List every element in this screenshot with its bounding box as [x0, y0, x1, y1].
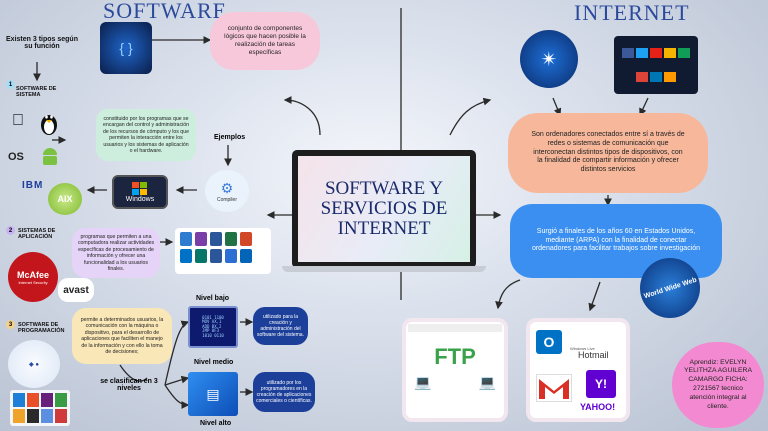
world-wide-web-globe: World Wide Web — [640, 258, 700, 318]
android-icon — [40, 146, 60, 168]
code-icon: { } — [119, 40, 132, 56]
server-icon: 💻 — [479, 374, 496, 391]
windows-label: Windows — [126, 196, 154, 203]
avast-logo: avast — [58, 278, 94, 302]
gear-icon: ⚙ — [221, 180, 234, 197]
center-title: SOFTWARE Y SERVICIOS DE INTERNET — [298, 156, 470, 262]
chat-icon — [678, 48, 690, 58]
linux-icon — [38, 110, 60, 136]
developer-screen: ▤ — [188, 372, 238, 416]
type1-label: SOFTWARE DE SISTEMA — [16, 86, 60, 98]
spacer — [255, 232, 267, 246]
nivel-bajo-description: utilizado para la creación y administrac… — [253, 307, 308, 345]
onenote-icon — [195, 232, 207, 246]
type3-label: SOFTWARE DE PROGRAMACIÓN — [18, 322, 64, 334]
ftp-card: FTP 💻 💻 — [402, 318, 508, 422]
internet-definition: Son ordenadores conectados entre sí a tr… — [508, 113, 708, 193]
apple-icon:  — [10, 112, 26, 130]
type1-description: constituido por los programas que se enc… — [96, 109, 196, 161]
software-header: SOFTWARE — [103, 0, 227, 24]
rss-icon — [664, 72, 676, 82]
python-icon — [41, 409, 53, 423]
ide-logos: ◈ ● — [8, 340, 60, 388]
software-definition: conjunto de componentes lógicos que hace… — [210, 12, 320, 70]
exchange-icon — [225, 249, 237, 263]
center-laptop: SOFTWARE Y SERVICIOS DE INTERNET — [292, 150, 476, 268]
type3-number: 3 — [6, 320, 15, 329]
macos-label: OS — [8, 151, 24, 163]
network-icon: ✴ — [541, 47, 558, 72]
center-title-line3: INTERNET — [338, 219, 431, 239]
youtube-icon — [650, 48, 662, 58]
android-studio-icon — [55, 393, 67, 407]
computer-icon: 💻 — [414, 374, 431, 391]
nivel-alto-description: utilizado por los programadores en la cr… — [253, 372, 315, 412]
software-code-image: { } — [100, 22, 152, 74]
aix-logo: AIX — [48, 183, 82, 215]
excel-icon — [225, 232, 237, 246]
linkedin-icon — [650, 72, 662, 82]
terminal-icon — [27, 409, 39, 423]
vscode-icon — [13, 393, 25, 407]
type3-description: permite a determinados usuarios, la comu… — [72, 308, 172, 364]
type2-label: SISTEMAS DE APLICACIÓN — [18, 228, 62, 240]
word-alt-icon — [210, 249, 222, 263]
visualstudio-icon — [41, 393, 53, 407]
ruby-icon — [55, 409, 67, 423]
center-title-line2: SERVICIOS DE — [321, 199, 448, 219]
author-credit: Aprendiz: EVELYN YELITHZA AGUILERA CAMAR… — [672, 342, 764, 428]
facebook-icon — [622, 48, 634, 58]
laptop-base — [282, 266, 486, 272]
mail-services-card: O Windows Live Hotmail Y! YAHOO! — [526, 318, 630, 422]
internet-header: INTERNET — [574, 0, 690, 26]
www-label: World Wide Web — [643, 276, 697, 300]
types-label: Existen 3 tipos según su función — [4, 36, 80, 50]
mcafee-sub: Internet Security — [18, 280, 47, 285]
type2-number: 2 — [6, 226, 15, 235]
gmail-logo-icon — [536, 374, 572, 402]
word-icon — [210, 232, 222, 246]
levels-label: se clasifican en 3 niveles — [90, 378, 168, 392]
compiler-icon: ⚙ Compiler — [205, 170, 249, 212]
type1-number: 1 — [6, 80, 15, 89]
outlook-alt-icon — [180, 249, 192, 263]
nivel-bajo-label: Nivel bajo — [196, 295, 229, 302]
dev-tools-grid — [10, 390, 70, 426]
ftp-label: FTP — [406, 344, 504, 370]
onedrive-icon — [240, 249, 252, 263]
ftp-header-bar — [408, 324, 502, 332]
yahoo-logo-icon: Y! — [586, 370, 616, 398]
mail-icon — [664, 48, 676, 58]
yahoo-label: YAHOO! — [580, 402, 615, 412]
mcafee-logo: McAfee Internet Security — [8, 252, 58, 302]
sublime-icon — [13, 409, 25, 423]
center-title-line1: SOFTWARE Y — [325, 179, 443, 199]
ejemplos-label: Ejemplos — [214, 134, 245, 141]
monitor-icon: ▤ — [206, 386, 219, 403]
compiler-label: Compiler — [217, 197, 237, 203]
outlook-icon — [180, 232, 192, 246]
outlook-logo-icon: O — [536, 330, 562, 354]
hotmail-label: Hotmail — [578, 350, 609, 360]
spacer — [255, 249, 267, 263]
nivel-medio-label: Nivel medio — [194, 359, 233, 366]
java-icon — [27, 393, 39, 407]
twitter-icon — [636, 48, 648, 58]
ibm-logo: IBM — [22, 180, 43, 191]
gmail-icon — [636, 72, 648, 82]
mcafee-label: McAfee — [17, 270, 49, 280]
type2-description: programas que permiten a una computadora… — [72, 228, 160, 278]
network-globe-image: ✴ — [520, 30, 578, 88]
powerpoint-icon — [240, 232, 252, 246]
internet-apps-laptop — [614, 36, 698, 94]
office-apps-grid — [175, 228, 271, 274]
sharepoint-icon — [195, 249, 207, 263]
windows-logo: Windows — [112, 175, 168, 209]
netbeans-eclipse-icon: ◈ ● — [29, 361, 39, 368]
nivel-alto-label: Nivel alto — [200, 420, 231, 427]
